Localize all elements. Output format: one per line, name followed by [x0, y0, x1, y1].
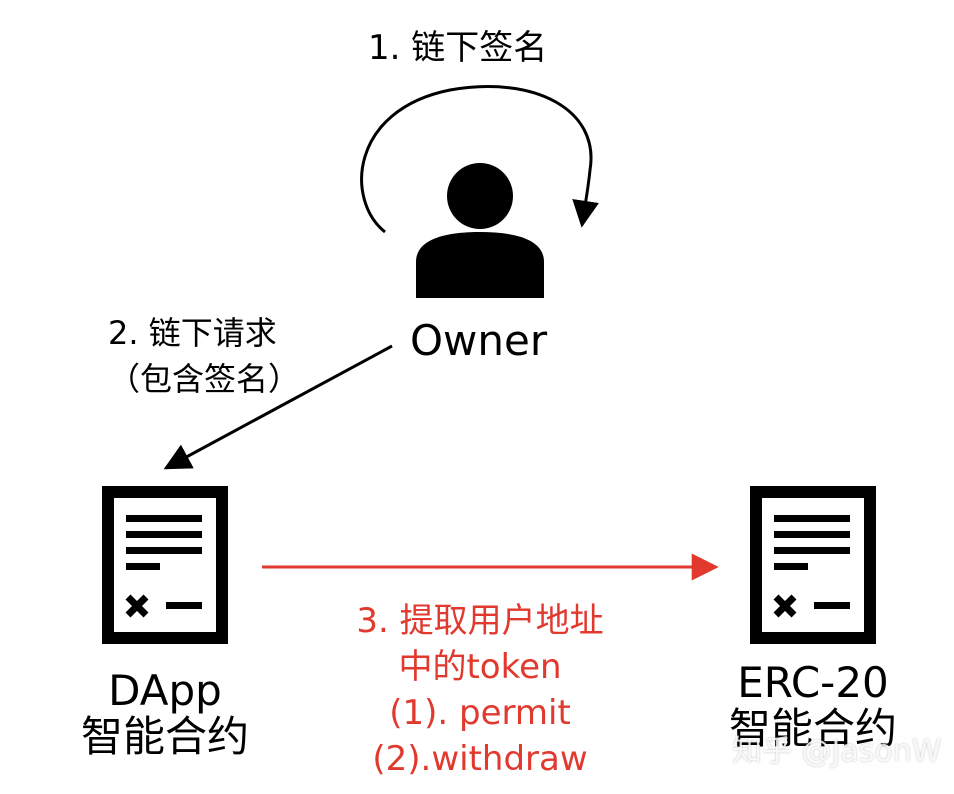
owner-label: Owner [410, 316, 548, 365]
contract-document-icon [750, 486, 876, 644]
dapp-label: DApp 智能合约 [60, 668, 270, 760]
step2-line1: 2. 链下请求 [108, 314, 277, 352]
step1-label: 1. 链下签名 [368, 28, 548, 68]
step3-label: 3. 提取用户地址 中的token (1). permit (2).withdr… [320, 598, 640, 782]
step3-line2: 中的token [398, 647, 562, 687]
dapp-type: 智能合约 [80, 712, 249, 761]
erc20-type: 智能合约 [728, 704, 897, 753]
step3-line4: (2).withdraw [372, 739, 588, 779]
self-sign-loop-arrow [360, 85, 599, 234]
contract-document-icon [102, 486, 228, 644]
dapp-name: DApp [108, 666, 222, 715]
watermark: 知乎 @JasonW [732, 734, 942, 769]
erc20-label: ERC-20 智能合约 [708, 660, 918, 752]
person-icon [416, 163, 544, 298]
erc20-name: ERC-20 [737, 658, 889, 707]
step2-label: 2. 链下请求 （包含签名） [108, 310, 300, 402]
step2-line2: （包含签名） [108, 360, 301, 398]
step3-line3: (1). permit [389, 693, 571, 733]
request-arrow [163, 344, 393, 470]
step3-line1: 3. 提取用户地址 [356, 601, 604, 641]
